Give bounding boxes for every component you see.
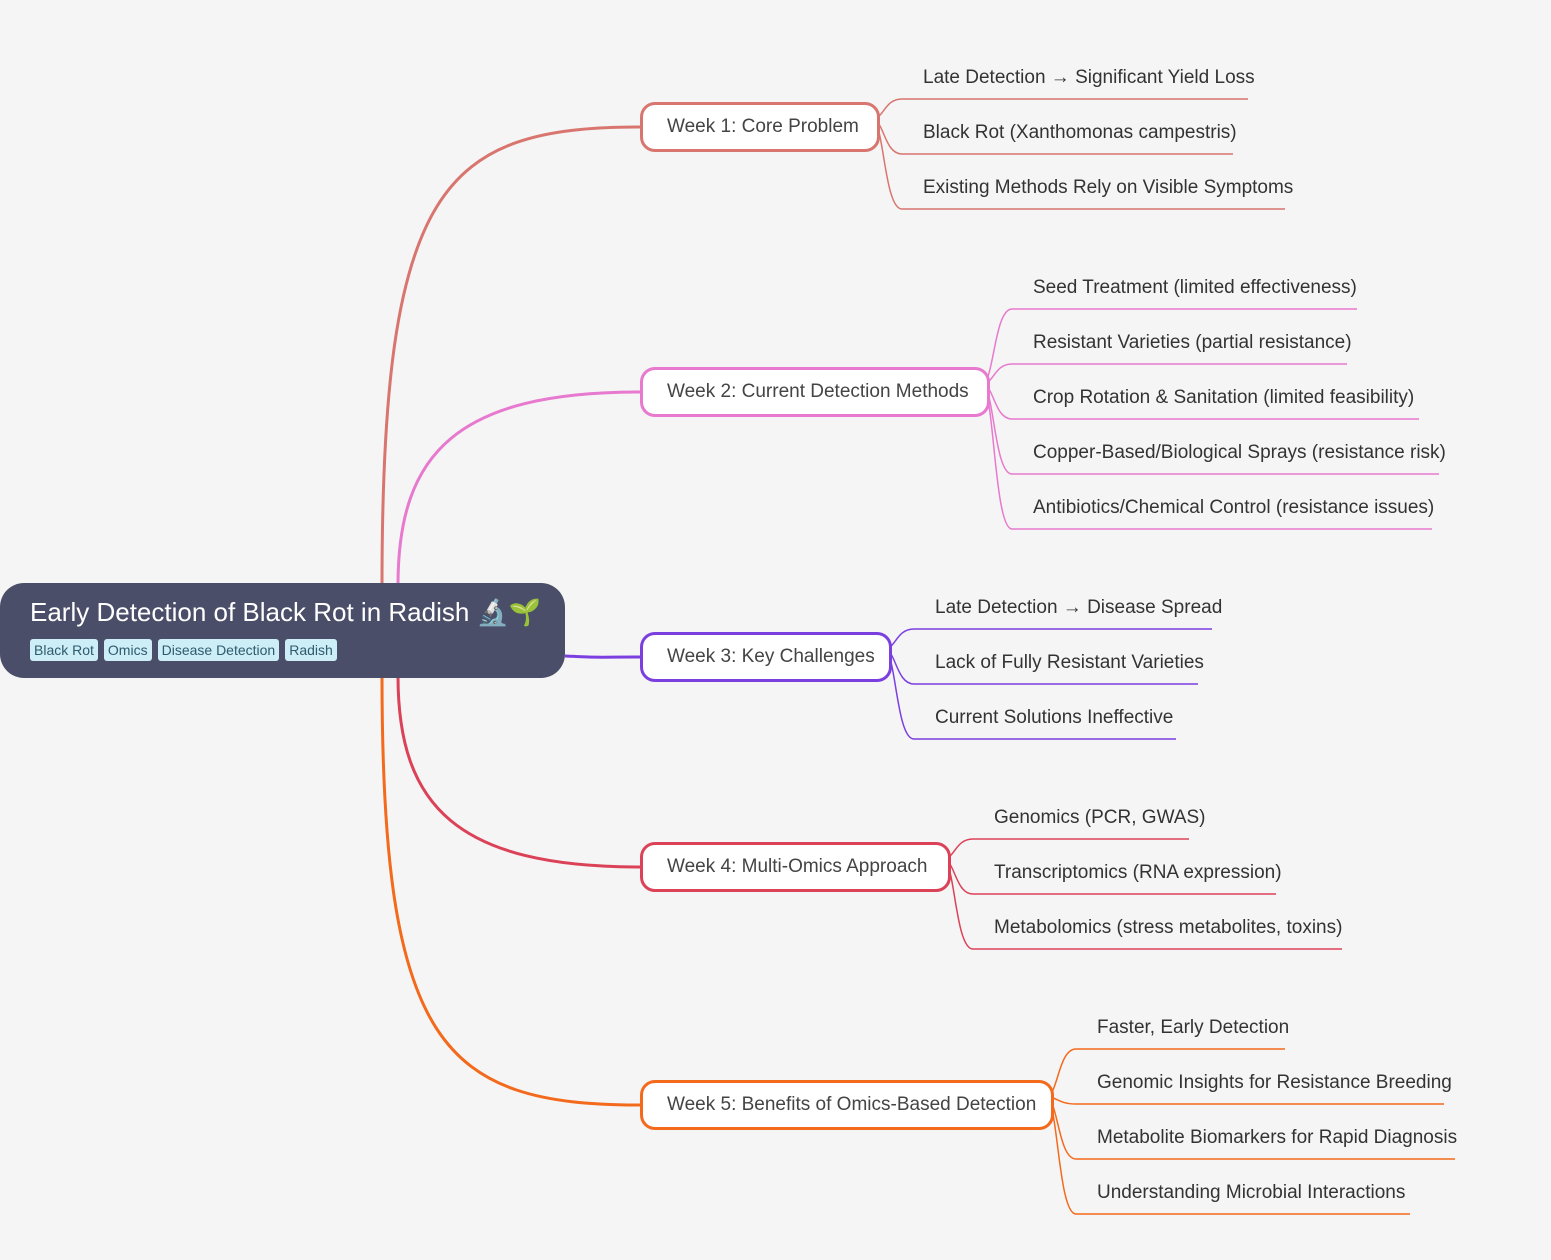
connector-root-week-5 [380,675,641,1107]
tag-omics[interactable]: Omics [103,639,152,661]
connector-week1-leaf-1 [871,98,1248,120]
leaf-week4-1[interactable]: Genomics (PCR, GWAS) [994,807,1206,828]
connector-root-week-2 [396,390,641,586]
connector-week4-leaf-1 [942,838,1189,860]
branch-week-4[interactable]: Week 4: Multi-Omics Approach [640,842,951,892]
branch-week-1[interactable]: Week 1: Core Problem [640,102,880,152]
connector-root-week-1 [380,125,641,586]
leaf-week4-2[interactable]: Transcriptomics (RNA expression) [994,862,1282,883]
leaf-week5-2[interactable]: Genomic Insights for Resistance Breeding [1097,1072,1452,1093]
leaf-week5-3[interactable]: Metabolite Biomarkers for Rapid Diagnosi… [1097,1127,1458,1148]
leaf-week2-2[interactable]: Resistant Varieties (partial resistance) [1033,332,1352,353]
tag-radish[interactable]: Radish [285,639,337,661]
leaf-week1-1[interactable]: Late Detection → Significant Yield Loss [923,67,1255,88]
leaf-week2-4[interactable]: Copper-Based/Biological Sprays (resistan… [1033,442,1446,463]
branch-week-3[interactable]: Week 3: Key Challenges [640,632,892,682]
leaf-week3-3[interactable]: Current Solutions Ineffective [935,707,1174,728]
branch-week-5[interactable]: Week 5: Benefits of Omics-Based Detectio… [640,1080,1054,1130]
connector-root-week-4 [396,675,641,869]
branch-week-2[interactable]: Week 2: Current Detection Methods [640,367,990,417]
leaf-week1-3[interactable]: Existing Methods Rely on Visible Symptom… [923,177,1294,198]
leaf-week2-3[interactable]: Crop Rotation & Sanitation (limited feas… [1033,387,1415,408]
leaf-week1-2[interactable]: Black Rot (Xanthomonas campestris) [923,122,1237,143]
connector-week3-leaf-1 [883,628,1212,650]
leaf-week2-5[interactable]: Antibiotics/Chemical Control (resistance… [1033,497,1435,518]
leaf-week5-1[interactable]: Faster, Early Detection [1097,1017,1290,1038]
tag-list: Black Rot Omics Disease Detection Radish [30,639,535,661]
tag-disease-detection[interactable]: Disease Detection [157,639,280,661]
leaf-week5-4[interactable]: Understanding Microbial Interactions [1097,1182,1406,1203]
root-title: Early Detection of Black Rot in Radish 🔬… [30,597,542,627]
tag-black-rot[interactable]: Black Rot [30,639,98,661]
leaf-week3-1[interactable]: Late Detection → Disease Spread [935,597,1223,618]
root-topic[interactable]: Early Detection of Black Rot in Radish 🔬… [0,583,565,678]
leaf-week3-2[interactable]: Lack of Fully Resistant Varieties [935,652,1204,673]
connector-week2-leaf-2 [981,363,1347,385]
leaf-week2-1[interactable]: Seed Treatment (limited effectiveness) [1033,277,1357,298]
leaf-week4-3[interactable]: Metabolomics (stress metabolites, toxins… [994,917,1343,938]
connector-week5-leaf-2 [1045,1096,1444,1105]
connector-root-week-3 [564,654,641,659]
